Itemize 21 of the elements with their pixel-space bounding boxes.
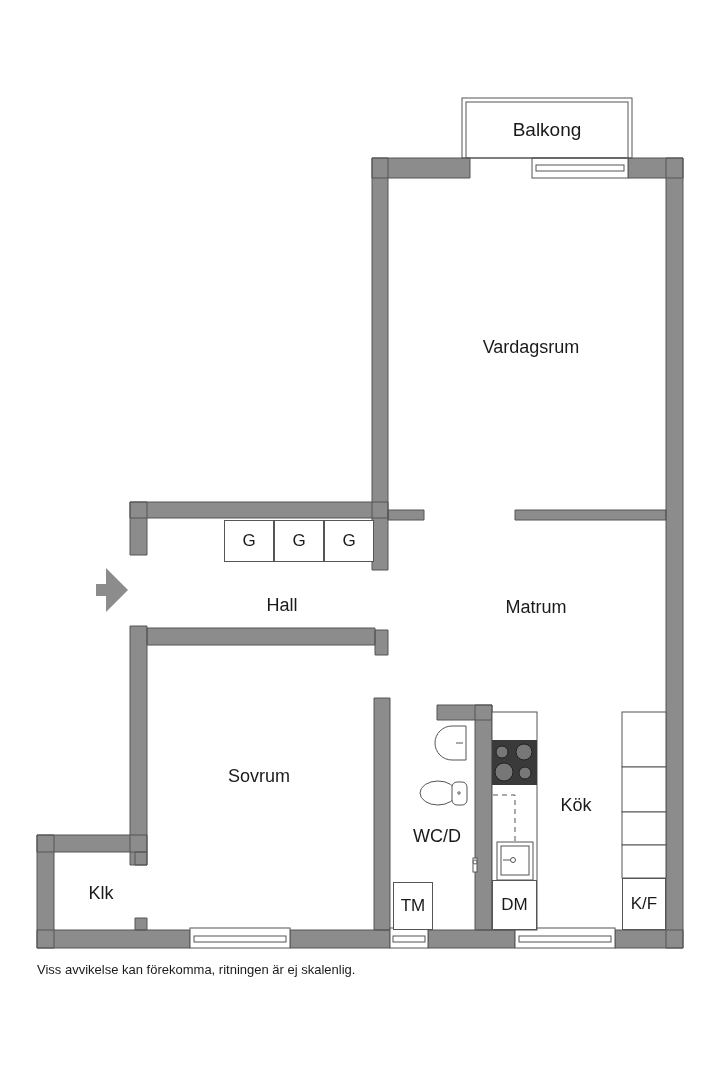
appliance-box	[393, 882, 433, 930]
appliance-label: G	[292, 531, 306, 551]
appliance-box	[492, 880, 537, 930]
room-label: Klk	[88, 882, 114, 904]
wardrobe-box	[274, 520, 324, 562]
room-label: Vardagsrum	[482, 336, 580, 358]
room-label: WC/D	[413, 825, 461, 847]
disclaimer-note: Viss avvikelse kan förekomma, ritningen är ej skalenlig.	[37, 962, 356, 977]
room-label: Kök	[560, 794, 592, 816]
appliance-label: K/F	[630, 894, 658, 914]
room-label: Hall	[266, 594, 298, 616]
room-label: Matrum	[505, 596, 567, 618]
appliance-label: TM	[400, 896, 426, 916]
appliance-box	[622, 878, 666, 930]
wardrobe-box	[224, 520, 274, 562]
appliance-label: G	[342, 531, 356, 551]
room-label: Sovrum	[228, 765, 290, 787]
appliance-label: G	[242, 531, 256, 551]
room-label: Balkong	[512, 119, 582, 141]
wardrobe-box	[324, 520, 374, 562]
appliance-label: DM	[501, 895, 528, 915]
